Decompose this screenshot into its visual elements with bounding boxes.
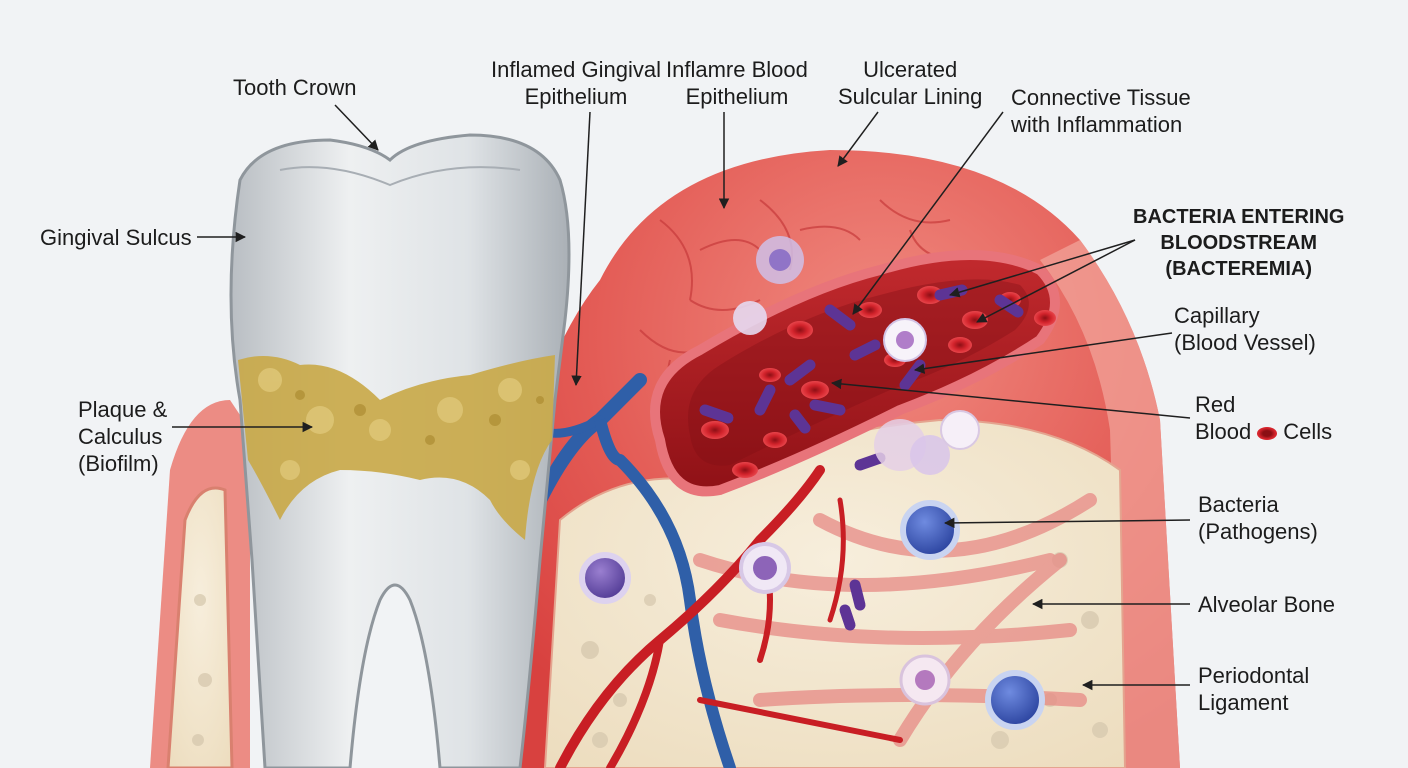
leader-bacteremia-2 (976, 239, 1136, 323)
label-periodontal-ligament: Periodontal Ligament (1198, 663, 1310, 715)
label-ulcerated-sulcular-lining: Ulcerated Sulcular Lining (838, 57, 983, 109)
red-blood-cell-icon (1257, 427, 1278, 440)
leader-connective-tissue (852, 111, 1004, 315)
leader-ulcerated-sulcular-lining (837, 111, 879, 167)
label-bacteremia: BACTERIA ENTERING BLOODSTREAM (BACTEREMI… (1133, 206, 1345, 280)
label-inflamed-blood-epithelium: Inflamre Blood Epithelium (666, 57, 808, 109)
label-bacteria-pathogens: Bacteria (Pathogens) (1198, 492, 1318, 544)
label-red-blood-cells-blood: Blood (1195, 419, 1252, 444)
blood-vessels (533, 373, 903, 768)
leader-inflamed-gingival-epithelium (571, 111, 591, 387)
label-alveolar-bone: Alveolar Bone (1198, 592, 1335, 617)
label-red-blood-cells-cells: Cells (1283, 419, 1333, 444)
immune-cells (579, 236, 1045, 730)
leader-lines (172, 104, 1191, 691)
label-connective-tissue: Connective Tissue with Inflammation (1011, 85, 1191, 137)
label-tooth-crown: Tooth Crown (233, 75, 357, 100)
red-blood-cells (701, 286, 1056, 478)
tooth (229, 133, 571, 768)
leader-capillary (913, 332, 1173, 374)
left-gingiva (150, 400, 250, 768)
label-inflamed-gingival-epithelium: Inflamed Gingival Epithelium (491, 57, 661, 109)
leader-bacteremia-1 (948, 239, 1136, 298)
leader-bacteria-pathogens (943, 517, 1191, 529)
leader-tooth-crown (334, 104, 379, 151)
label-gingival-sulcus: Gingival Sulcus (40, 225, 192, 250)
label-plaque-calculus: Plaque & Calculus (Biofilm) (78, 397, 168, 476)
label-capillary: Capillary (Blood Vessel) (1174, 303, 1316, 355)
leader-red-blood-cells (830, 378, 1191, 419)
